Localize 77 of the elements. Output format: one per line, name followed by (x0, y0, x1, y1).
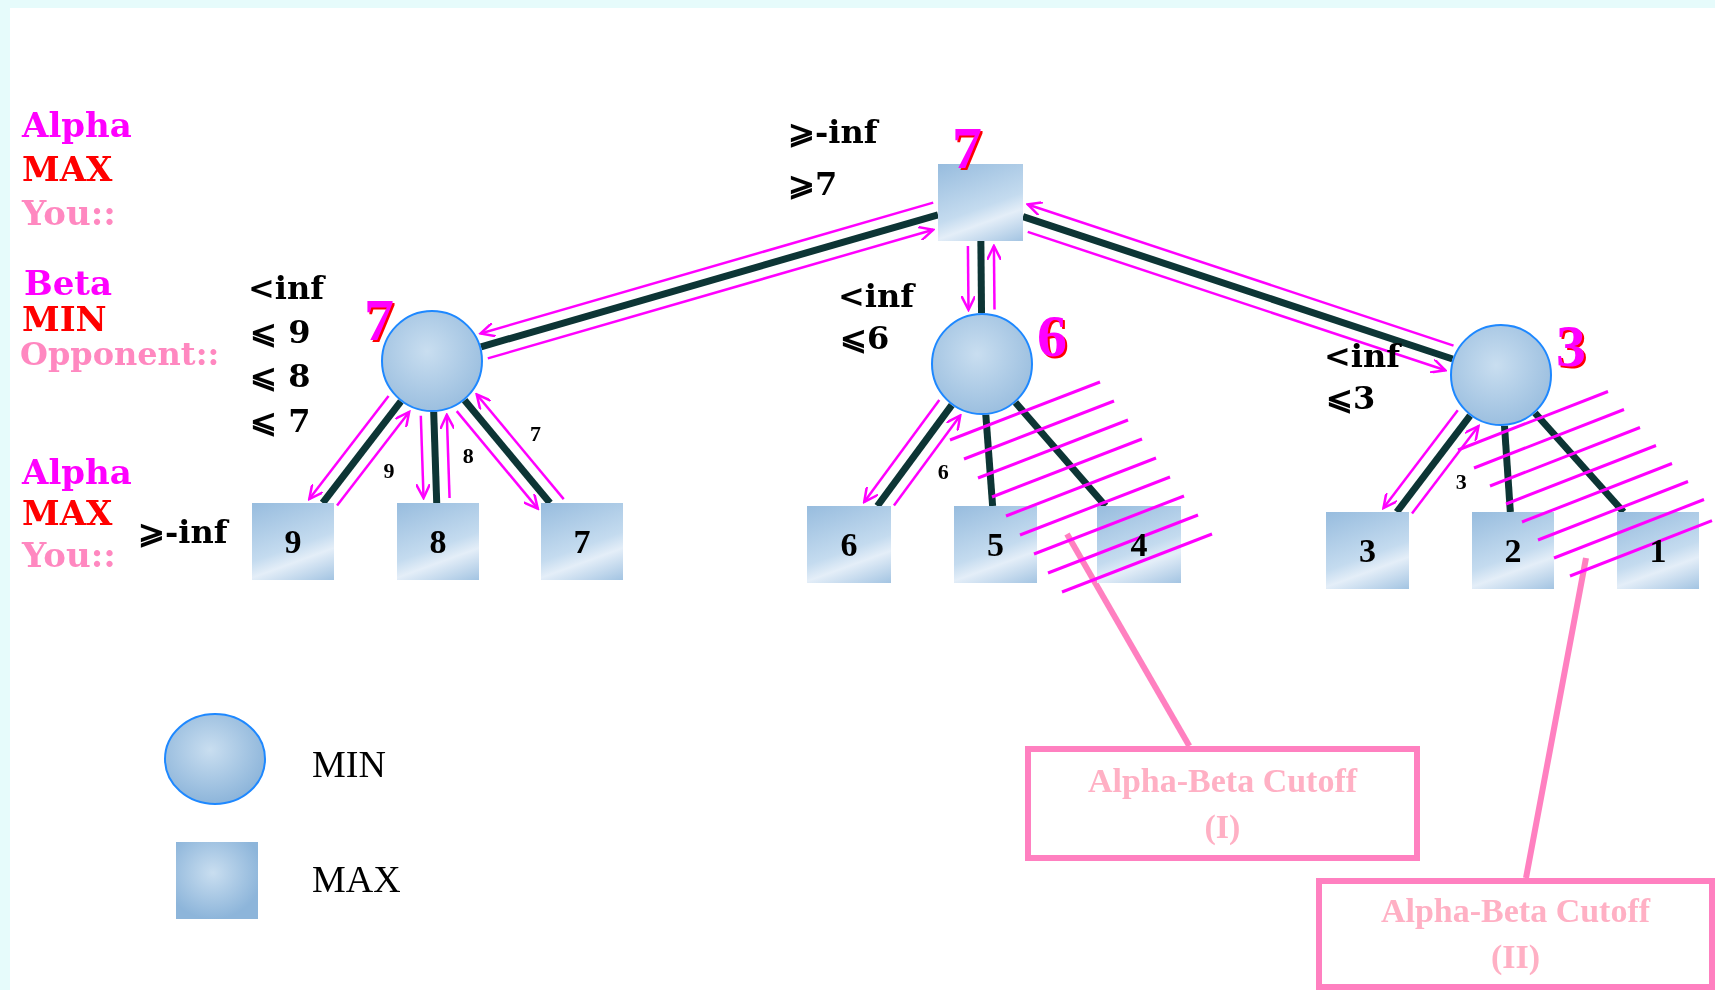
arrow (1382, 409, 1459, 510)
arrow (455, 410, 540, 510)
tree-edge (1394, 413, 1473, 515)
arrow (487, 225, 935, 360)
leaf-value: 5 (987, 527, 1004, 562)
arrow (414, 415, 432, 500)
annotation-text: <inf (1324, 340, 1400, 372)
leaf-value: 9 (284, 524, 302, 559)
tree-edge (977, 240, 986, 314)
annotation-text: ⩽ 8 (250, 360, 311, 392)
callout-text: (II) (1490, 937, 1541, 977)
annotation-text: Opponent:: (20, 338, 220, 370)
node-value: 7 (952, 118, 982, 178)
leader-line (1523, 557, 1589, 879)
callout-text: Alpha-Beta Cutoff (1380, 891, 1651, 931)
max-node-square (1326, 512, 1409, 589)
leaf-value: 6 (840, 527, 858, 562)
annotation-text: <inf (248, 272, 324, 304)
arrow (892, 414, 962, 507)
arrow (985, 244, 1003, 310)
arrow (1027, 230, 1447, 374)
node-value: 3 (1556, 316, 1586, 376)
tree-edge (461, 398, 553, 506)
max-node-square (1617, 512, 1699, 589)
cutoff-callout-box (1316, 878, 1715, 990)
annotation-text: Alpha (22, 455, 132, 489)
arrow (308, 395, 390, 501)
leaf-value: 2 (1504, 533, 1522, 568)
callout-text: (I) (1204, 806, 1241, 847)
legend-label: MAX (312, 860, 401, 898)
annotation-text: ⩾7 (788, 168, 838, 200)
tree-edge (1501, 425, 1514, 513)
arrow (862, 399, 941, 504)
annotation-text: ⩽3 (1326, 382, 1376, 414)
max-node-square (1472, 512, 1554, 589)
annotation-text: You:: (22, 538, 116, 572)
legend-label: MIN (312, 745, 386, 783)
arrow (439, 413, 456, 499)
max-node-square (252, 503, 334, 580)
tree-edge (982, 414, 997, 507)
leaf-value: 7 (573, 524, 591, 559)
tree-edge (430, 411, 441, 504)
annotation-text: <inf (838, 280, 914, 312)
node-value: 6 (1037, 306, 1067, 366)
arrow (336, 410, 411, 507)
max-node-square (807, 506, 891, 583)
annotation-text: MAX (22, 496, 113, 530)
leaf-value: 8 (429, 524, 447, 559)
arrow (479, 201, 934, 338)
max-node-square (954, 506, 1037, 583)
leaf-value: 1 (1649, 533, 1667, 568)
annotation-text: ⩽ 7 (250, 405, 311, 437)
annotation-text: MAX (22, 152, 113, 186)
annotation-text: Beta (24, 266, 113, 300)
node-value: 7 (364, 290, 394, 350)
max-node-square (397, 503, 479, 580)
tree-edge (480, 211, 939, 351)
tree-edge (1012, 400, 1109, 509)
tree-edge (319, 399, 404, 506)
tree-edge (874, 403, 955, 509)
max-node-square (541, 503, 623, 580)
cutoff-callout-box (1025, 746, 1420, 861)
arrow (1026, 200, 1454, 347)
tree-edge (1532, 410, 1627, 515)
annotation-text: MIN (22, 302, 107, 336)
arrow (1411, 424, 1480, 515)
bound-text: ⩾-inf (138, 516, 228, 548)
leader-line (1064, 532, 1192, 748)
annotation-text: Alpha (22, 108, 132, 142)
arrow (960, 246, 977, 312)
arrow (475, 393, 565, 500)
leaf-value: 3 (1359, 533, 1376, 568)
annotation-text: You:: (22, 196, 116, 230)
annotation-text: ⩽6 (840, 322, 890, 354)
callout-text: Alpha-Beta Cutoff (1087, 760, 1358, 801)
annotation-text: ⩾-inf (788, 116, 878, 148)
annotation-text: ⩽ 9 (250, 316, 311, 348)
